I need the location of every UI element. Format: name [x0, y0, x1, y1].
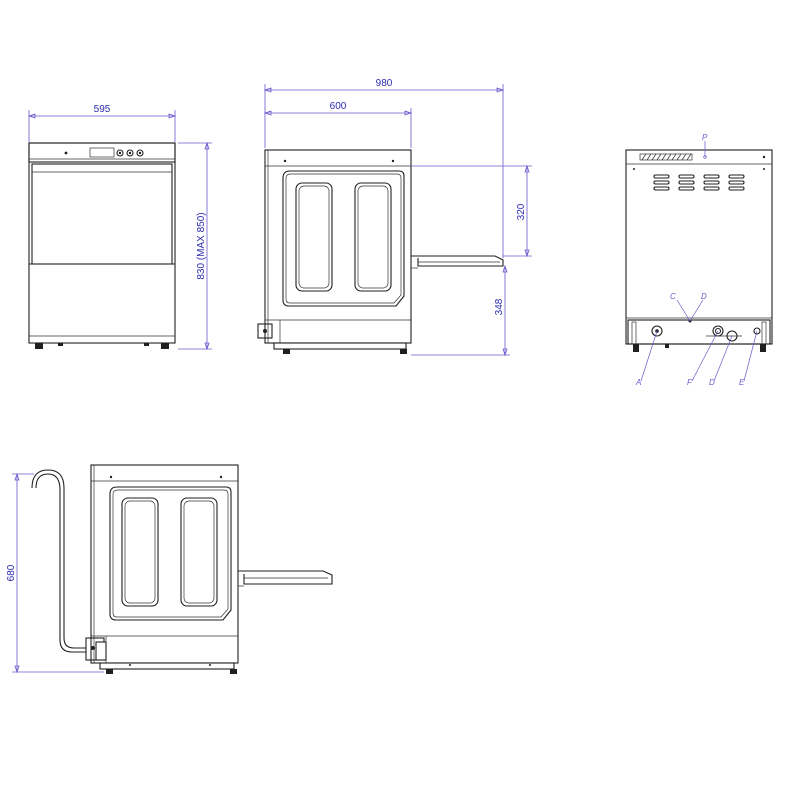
side-view: 980 600 320 [257, 78, 532, 357]
vent-slots [653, 174, 745, 191]
side-total-depth-dimension: 980 [376, 78, 393, 89]
side-door [282, 170, 405, 307]
hose-view-door [109, 486, 232, 621]
label-a: A [635, 378, 641, 387]
label-d: D [701, 292, 707, 301]
water-inlet-icon [651, 325, 663, 337]
label-p: P [702, 133, 708, 142]
label-c: C [670, 292, 676, 301]
hose-view-window-left [121, 497, 159, 607]
rear-body [625, 149, 773, 345]
display-window [89, 147, 115, 158]
front-width-dimension: 595 [94, 104, 111, 115]
hose-view-rack [238, 570, 333, 585]
foot-left [35, 343, 43, 349]
side-view-hose: 680 [6, 464, 333, 674]
front-view: 595 830 (MAX 850) [27, 104, 212, 351]
label-d2: D [709, 378, 715, 387]
foot-right [161, 343, 169, 349]
front-body [28, 142, 176, 344]
side-body-depth-dimension: 600 [330, 101, 347, 112]
side-body [264, 149, 412, 344]
control-panel [28, 142, 176, 163]
side-window-left [295, 182, 333, 292]
side-rack-height-dimension: 348 [494, 298, 505, 315]
side-valve [257, 323, 273, 339]
label-e: E [739, 378, 745, 387]
knob-3 [136, 149, 144, 157]
side-rack [411, 255, 504, 267]
front-height-dimension: 830 (MAX 850) [196, 212, 207, 279]
rear-view: P C D A F D E [625, 133, 773, 387]
hose-height-dimension: 680 [6, 564, 17, 581]
bolt-icon [753, 327, 761, 335]
front-door [31, 163, 173, 265]
power-led [64, 151, 68, 155]
knob-1 [116, 149, 124, 157]
drain-hose [31, 469, 86, 649]
side-door-offset-dimension: 320 [516, 203, 527, 220]
connection-panel [627, 319, 771, 345]
hose-view-window-right [180, 497, 218, 607]
side-window-right [354, 182, 392, 292]
knob-2 [126, 149, 134, 157]
top-vent-icon [639, 153, 693, 161]
label-f: F [687, 378, 693, 387]
